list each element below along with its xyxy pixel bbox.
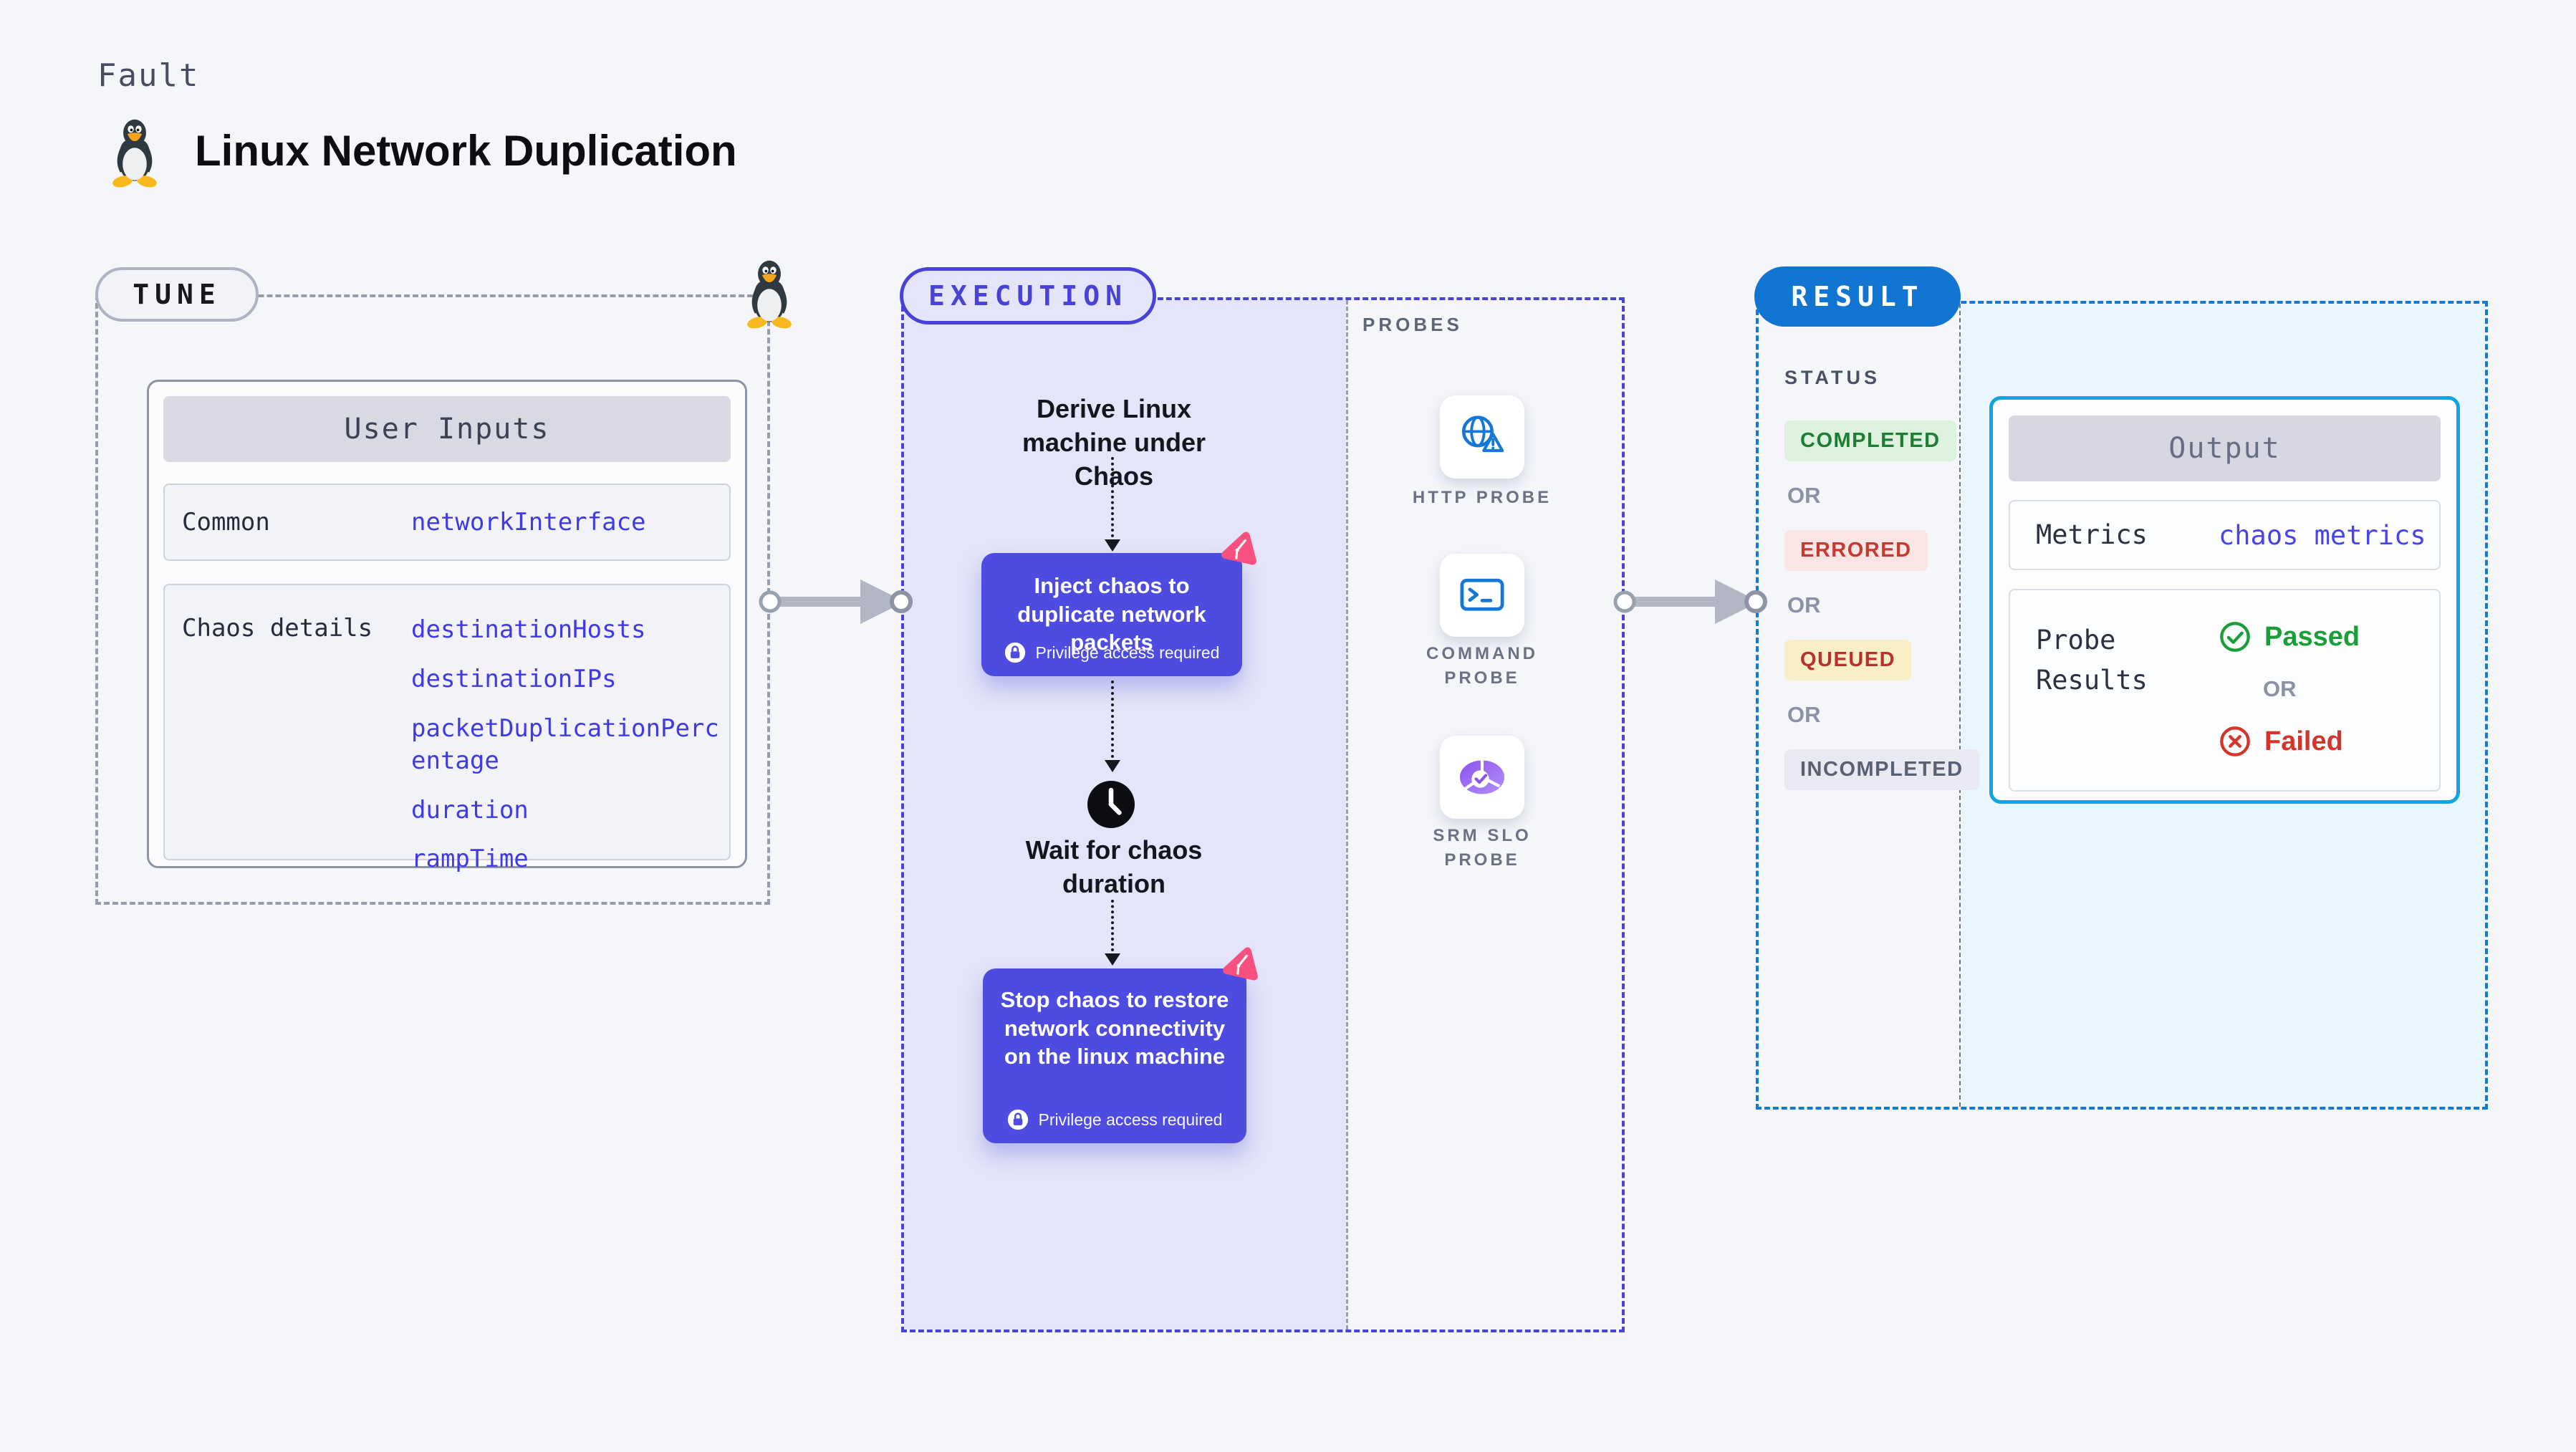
status-label: STATUS [1784, 367, 1880, 388]
dotted-arrow-icon [1105, 681, 1120, 772]
fault-kind-label: Fault [97, 57, 200, 94]
user-inputs-card: User Inputs Common networkInterface Chao… [147, 380, 747, 873]
chaos-experiment-badge-icon [1216, 529, 1259, 572]
check-circle-icon [2219, 620, 2251, 653]
result-badge: RESULT [1754, 266, 1961, 327]
probe-results-row: Probe Results Passed OR Failed [2009, 589, 2441, 792]
input-param: destinationHosts [411, 615, 646, 644]
probes-section-label: PROBES [1363, 314, 1463, 335]
passed-label: Passed [2264, 621, 2360, 652]
execution-badge: EXECUTION [900, 267, 1156, 324]
derive-machine-step-label: Derive Linux machine under Chaos [1022, 394, 1206, 491]
input-param: packetDuplicationPercentage [411, 713, 719, 775]
lock-icon [1004, 642, 1026, 663]
or-label: OR [1787, 592, 1821, 617]
privilege-note: Privilege access required [1038, 1110, 1223, 1129]
probes-to-result-arrow-icon [1609, 569, 1774, 634]
privilege-note: Privilege access required [1035, 643, 1220, 662]
probe-results-key: Probe Results [2036, 625, 2148, 696]
linux-tux-icon [746, 260, 793, 330]
input-group-label: Common [182, 508, 270, 537]
input-param: rampTime [411, 845, 529, 874]
or-label: OR [1787, 483, 1821, 508]
stop-chaos-step-card: Stop chaos to restore network connectivi… [983, 968, 1246, 1143]
lock-icon [1006, 1109, 1029, 1130]
inject-chaos-step-card: Inject chaos to duplicate network packet… [981, 553, 1242, 676]
user-input-row-chaos-details: Chaos details destinationHosts destinati… [163, 584, 731, 873]
command-probe-card [1440, 554, 1524, 637]
step-card-title: Inject chaos to duplicate network packet… [1017, 573, 1206, 655]
input-param: networkInterface [411, 507, 646, 537]
wait-duration-step-label: Wait for chaos duration [1025, 835, 1203, 898]
page-title: Linux Network Duplication [195, 127, 737, 175]
globe-alert-icon [1455, 410, 1509, 464]
x-circle-icon [2219, 725, 2251, 758]
input-param: duration [411, 795, 529, 824]
probes-panel [1346, 300, 1622, 1330]
dotted-arrow-icon [1105, 457, 1120, 552]
http-probe-card [1440, 395, 1524, 479]
status-badge-errored: ERRORED [1784, 530, 1928, 571]
status-badge-incompleted: INCOMPLETED [1784, 749, 1979, 790]
tune-badge: TUNE [95, 267, 259, 322]
slo-pie-icon [1452, 747, 1512, 807]
input-group-label: Chaos details [182, 614, 373, 643]
terminal-icon [1456, 569, 1509, 622]
chaos-experiment-badge-icon [1218, 945, 1260, 987]
probe-label: SRM SLO PROBE [1433, 826, 1532, 870]
clock-icon [1087, 781, 1135, 828]
status-stack: STATUS COMPLETED OR ERRORED OR QUEUED OR… [1784, 367, 1979, 812]
dotted-arrow-icon [1105, 900, 1120, 966]
linux-tux-icon [111, 119, 158, 188]
probe-label: HTTP PROBE [1412, 488, 1552, 507]
input-param: destinationIPs [411, 664, 617, 693]
tune-to-execution-arrow-icon [754, 569, 919, 634]
metrics-key: Metrics [2036, 519, 2148, 551]
metrics-row: Metrics chaos metrics [2009, 500, 2441, 570]
status-badge-completed: COMPLETED [1784, 420, 1956, 461]
probe-label: COMMAND PROBE [1426, 644, 1538, 688]
status-badge-queued: QUEUED [1784, 640, 1912, 681]
failed-label: Failed [2264, 726, 2343, 756]
or-label: OR [2263, 676, 2297, 701]
output-header: Output [2009, 415, 2441, 481]
srm-slo-probe-card [1440, 736, 1524, 819]
or-label: OR [1787, 702, 1821, 727]
output-card: Output Metrics chaos metrics Probe Resul… [1989, 396, 2460, 804]
step-card-title: Stop chaos to restore network connectivi… [1000, 987, 1229, 1069]
metrics-value: chaos metrics [2219, 519, 2426, 551]
user-inputs-header: User Inputs [163, 396, 731, 462]
user-input-row-common: Common networkInterface [163, 484, 731, 561]
